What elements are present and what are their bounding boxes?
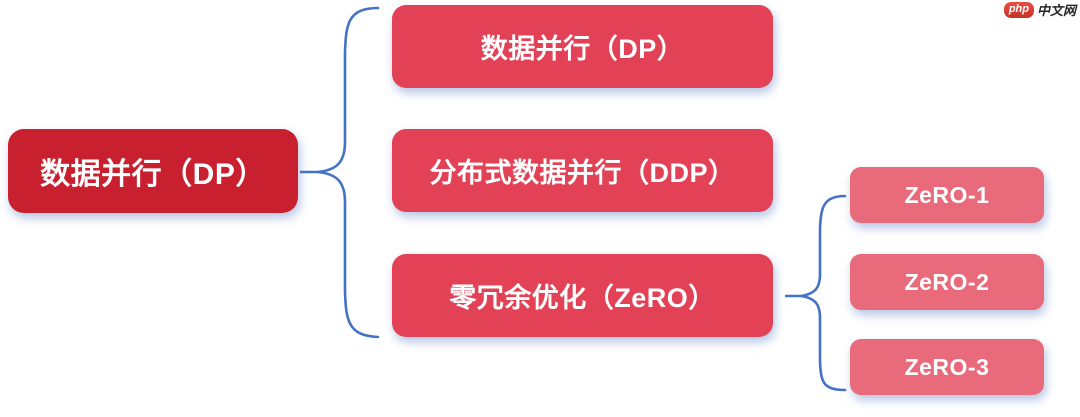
node-root-label: 数据并行（DP） [40,158,266,191]
node-leaf-zero-2[interactable]: ZeRO-2 [850,254,1044,310]
node-branch-ddp-label: 分布式数据并行（DDP） [429,158,736,188]
node-branch-dp-label: 数据并行（DP） [480,34,685,64]
curly-brace-icon-right [785,194,847,392]
node-leaf-zero-1[interactable]: ZeRO-1 [850,167,1044,223]
php-logo-icon: php [1003,2,1034,18]
curly-brace-icon-left [300,6,380,339]
node-root-data-parallelism[interactable]: 数据并行（DP） [8,129,298,213]
node-branch-dp[interactable]: 数据并行（DP） [392,5,773,88]
node-leaf-zero-2-label: ZeRO-2 [904,268,990,295]
watermark-label: 中文网 [1036,2,1076,18]
watermark: php 中文网 [1003,2,1076,18]
node-branch-zero[interactable]: 零冗余优化（ZeRO） [392,254,773,337]
node-branch-ddp[interactable]: 分布式数据并行（DDP） [392,129,773,212]
node-leaf-zero-3-label: ZeRO-3 [904,353,990,380]
node-leaf-zero-3[interactable]: ZeRO-3 [850,339,1044,395]
node-leaf-zero-1-label: ZeRO-1 [904,181,990,208]
node-branch-zero-label: 零冗余优化（ZeRO） [449,283,716,313]
